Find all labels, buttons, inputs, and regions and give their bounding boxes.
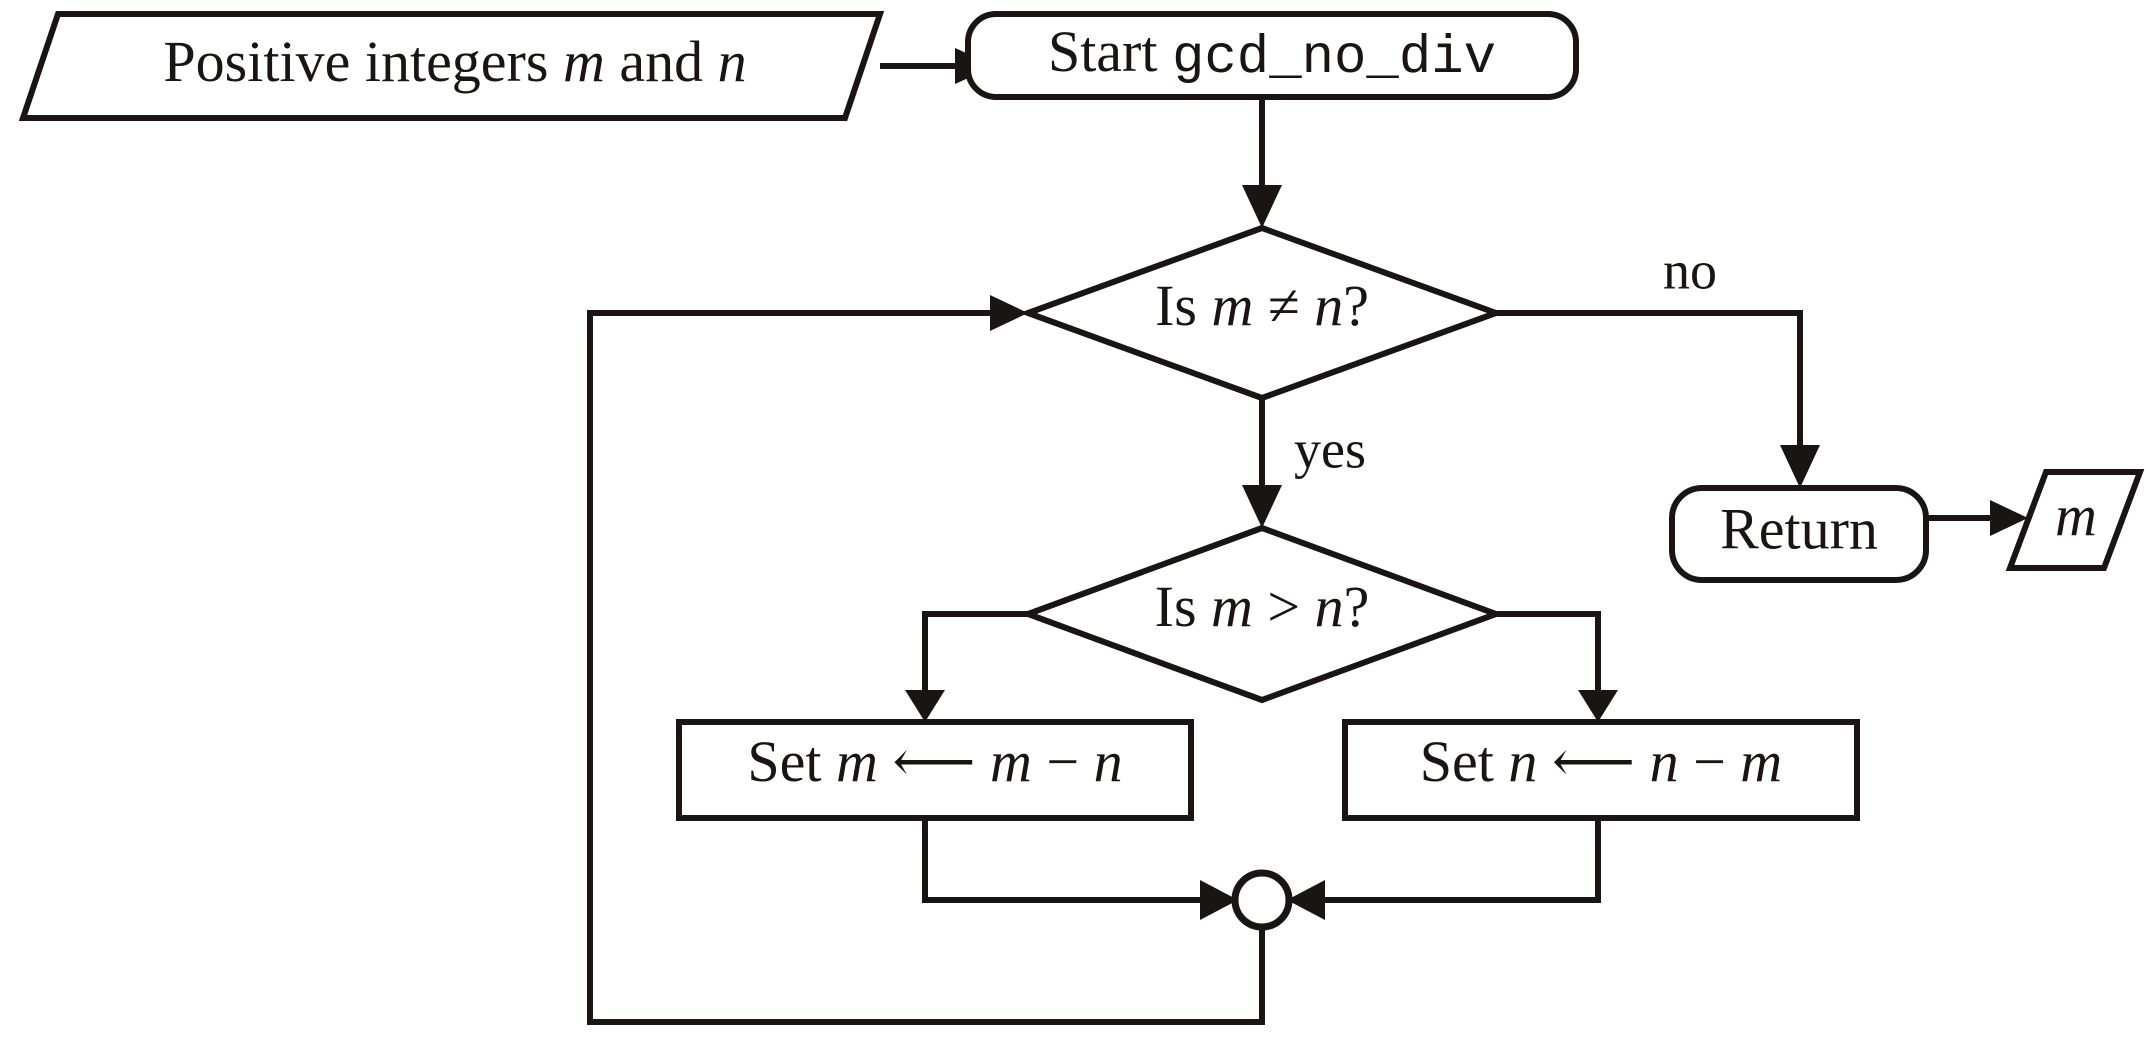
edge-label-no: no: [1663, 240, 1717, 300]
start-label: Start gcd_no_div: [1048, 19, 1496, 89]
edge-decision-no-to-return: [1496, 310, 1820, 488]
edge-set-m-to-merge: [922, 818, 1238, 920]
edge-merge-loop-back: [587, 295, 1265, 1025]
decision-not-equal-label: Is m ≠ n?: [1155, 273, 1369, 338]
set-m-label: Set m ⟵ m − n: [747, 729, 1122, 794]
node-process-set-m[interactable]: Set m ⟵ m − n: [676, 719, 1194, 821]
node-merge-junction[interactable]: [1231, 869, 1293, 931]
return-label: Return: [1720, 496, 1878, 561]
edge-decision-yes-to-decision-greater: [1242, 398, 1282, 528]
decision-greater-label: Is m > n?: [1155, 574, 1370, 639]
node-decision-is-m-not-equal-n[interactable]: Is m ≠ n?: [1019, 224, 1505, 402]
edge-set-n-to-merge: [1287, 818, 1601, 920]
node-start-terminator[interactable]: Start gcd_no_div: [965, 11, 1579, 100]
input-label: Positive integers m and n: [163, 29, 746, 94]
edge-start-to-decision-not-equal: [1242, 97, 1282, 228]
node-input-positive-integers[interactable]: Positive integers m and n: [18, 11, 885, 121]
edge-label-yes: yes: [1294, 419, 1366, 479]
node-output-m[interactable]: m: [2005, 469, 2145, 571]
edge-decision-greater-to-set-n: [1496, 611, 1618, 722]
node-return-terminator[interactable]: Return: [1669, 485, 1929, 583]
edge-return-to-output: [1926, 500, 2028, 536]
set-n-label: Set n ⟵ n − m: [1420, 729, 1782, 794]
output-label: m: [2055, 483, 2097, 548]
edge-decision-greater-to-set-m: [905, 611, 1028, 722]
node-process-set-n[interactable]: Set n ⟵ n − m: [1342, 719, 1860, 821]
node-decision-is-m-greater-n[interactable]: Is m > n?: [1019, 524, 1505, 704]
